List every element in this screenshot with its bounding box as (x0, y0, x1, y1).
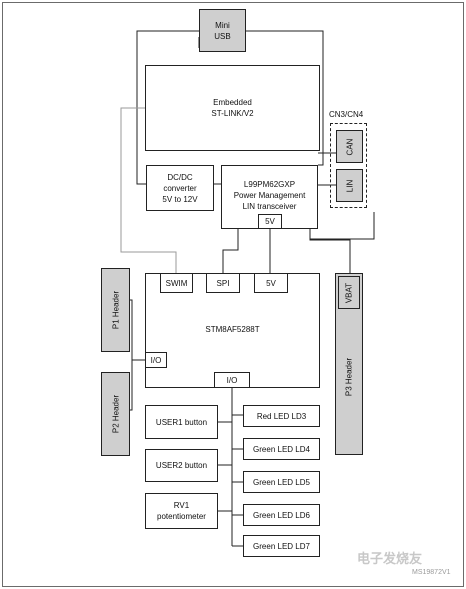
wire-l99-vbat (309, 212, 375, 240)
p2-label: P2 Header (111, 394, 120, 434)
p2-header: P2 Header (101, 372, 130, 456)
led-ld7: Green LED LD7 (243, 535, 320, 557)
p1-label: P1 Header (111, 290, 120, 330)
stlink-block: Embedded ST-LINK/V2 (145, 65, 320, 151)
cn-group (330, 123, 367, 208)
spi-pin: SPI (206, 273, 240, 293)
wire-l99-spi (222, 229, 239, 273)
cn-label: CN3/CN4 (329, 110, 364, 119)
rv1-potentiometer-block: RV1 potentiometer (145, 493, 218, 529)
io-bottom-pin: I/O (214, 372, 250, 388)
wire-swim (120, 107, 177, 273)
lin-block: LIN (336, 169, 363, 202)
mini-usb-block: Mini USB (199, 9, 246, 52)
user1-button-block: USER1 button (145, 405, 218, 439)
can-block: CAN (336, 130, 363, 163)
figure-reference: MS19872V1 (412, 569, 451, 576)
wire-l99-vbat2 (309, 239, 351, 273)
l99-5v-pin: 5V (258, 214, 282, 229)
p1-header: P1 Header (101, 268, 130, 352)
led-ld4: Green LED LD4 (243, 438, 320, 460)
led-ld6: Green LED LD6 (243, 504, 320, 526)
wire-io-p2 (130, 360, 133, 411)
wire-io-p1 (130, 299, 145, 361)
io-left-pin: I/O (145, 352, 167, 368)
watermark: 电子发烧友 (357, 551, 423, 566)
vbat-label: VBAT (344, 282, 354, 303)
can-label: CAN (345, 138, 354, 155)
lin-label: LIN (345, 179, 354, 192)
led-ld3: Red LED LD3 (243, 405, 320, 427)
p3-label: P3 Header (344, 357, 354, 396)
vbat-pin: VBAT (338, 276, 360, 309)
swim-pin: SWIM (160, 273, 193, 293)
mcu-5v-pin: 5V (254, 273, 288, 293)
wire-usb-l99 (246, 30, 324, 166)
dcdc-block: DC/DC converter 5V to 12V (146, 165, 214, 211)
led-ld5: Green LED LD5 (243, 471, 320, 493)
user2-button-block: USER2 button (145, 449, 218, 482)
